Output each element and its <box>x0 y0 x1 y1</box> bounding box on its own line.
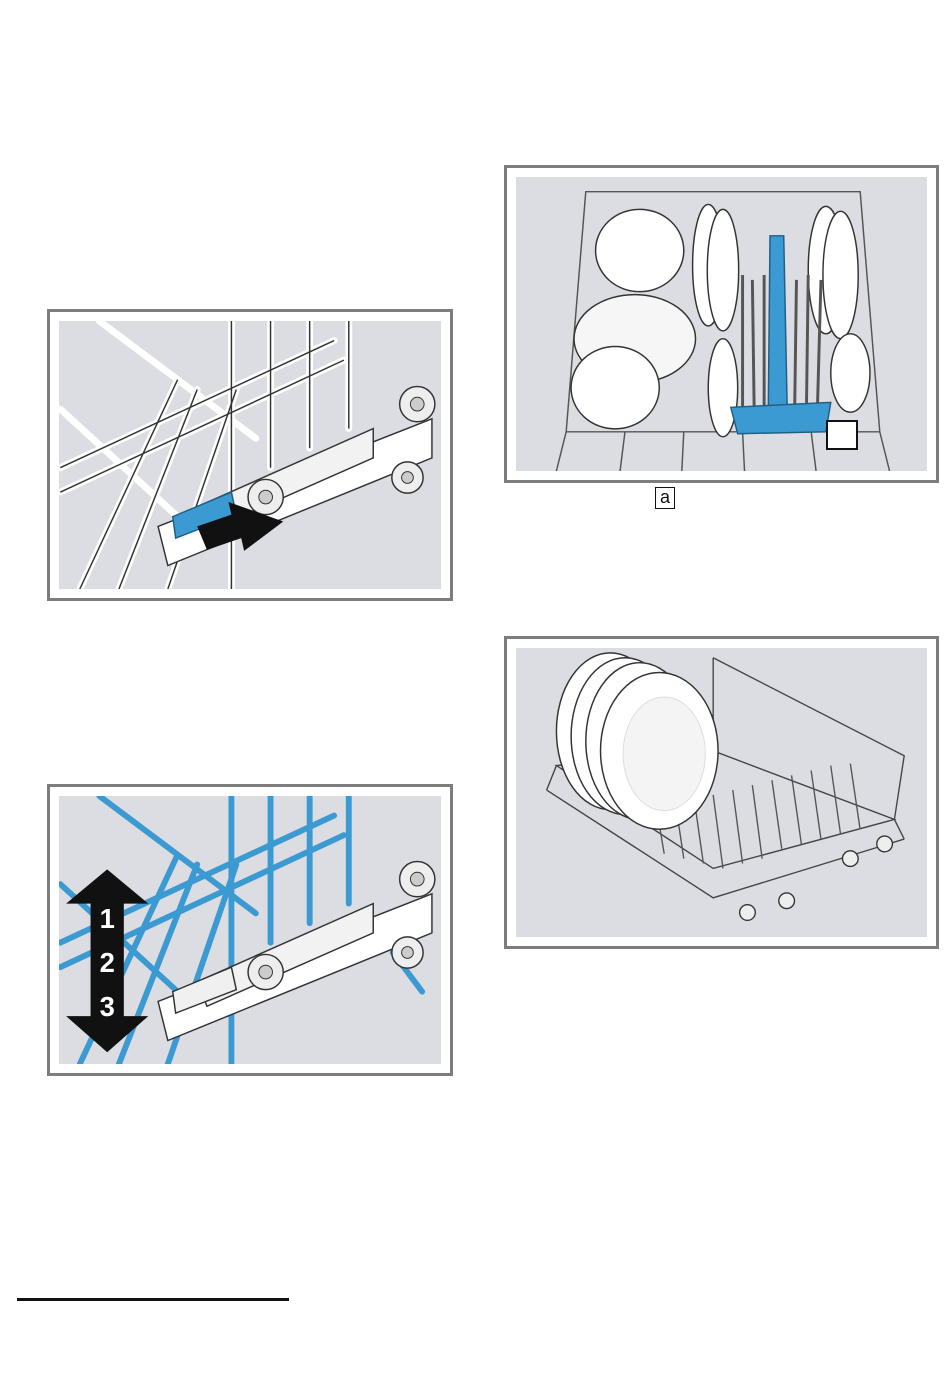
figure-loaded-rack <box>504 165 939 483</box>
loaded-rack-cutlery-basket-illustration <box>516 177 927 471</box>
figure-rack-release <box>47 309 453 601</box>
figure-rack-height: 1 2 3 <box>47 784 453 1076</box>
loaded-rack-drawing <box>516 177 927 471</box>
lower-rack-drawing <box>516 648 927 937</box>
callout-label-a: a <box>655 487 675 509</box>
figure-lower-rack <box>504 636 939 949</box>
rack-height-adjust-illustration: 1 2 3 <box>59 796 441 1064</box>
height-level-2: 2 <box>100 947 115 978</box>
rack-release-lever-illustration <box>59 321 441 589</box>
lower-rack-plates-illustration <box>516 648 927 937</box>
rack-release-drawing <box>59 321 441 589</box>
callout-marker <box>826 420 858 450</box>
height-level-1: 1 <box>100 903 115 934</box>
height-level-3: 3 <box>100 991 115 1022</box>
footnote-divider <box>17 1298 289 1301</box>
rack-height-drawing: 1 2 3 <box>59 796 441 1064</box>
